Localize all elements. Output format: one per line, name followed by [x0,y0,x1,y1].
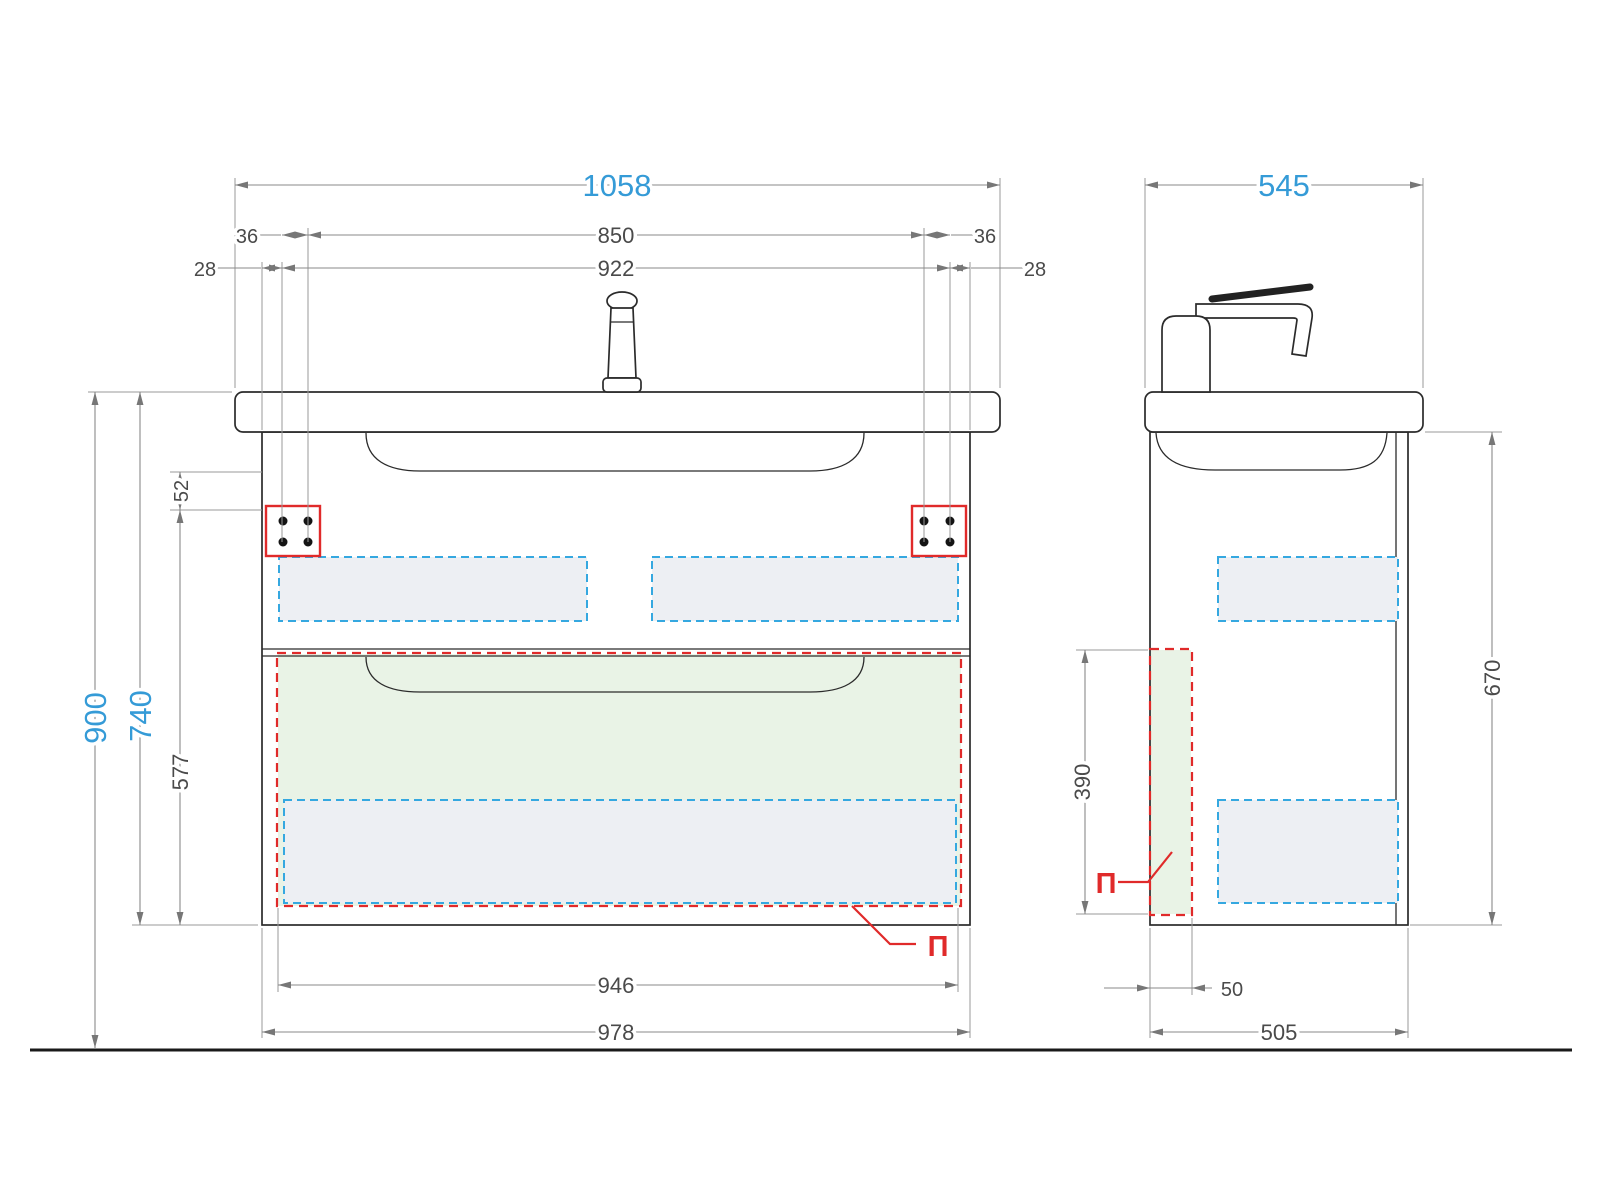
mounting-bracket-right [910,504,968,558]
front-slide-zone-left [278,556,588,622]
dim-label-50: 50 [1221,979,1243,1001]
dim-label-505: 505 [1261,1020,1298,1045]
front-drawer-label: П [928,931,949,963]
side-sink-bowl-curve [1155,432,1388,471]
side-dimension-lines [1081,181,1496,1036]
front-countertop [234,391,1001,433]
front-drawer-box-outline [275,651,963,908]
dim-label-978: 978 [598,1020,635,1045]
side-countertop [1144,391,1424,433]
side-green-zone [1151,650,1191,914]
front-drawer-label-leader [851,905,916,946]
side-drawer-label-leader [1118,851,1173,884]
dim-label-577: 577 [168,754,193,791]
side-drawer-front-outline [1148,647,1194,917]
dim-label-850: 850 [598,223,635,248]
dim-label-side-overall-depth: 545 [1258,168,1310,203]
dim-label-height-740: 740 [123,690,158,742]
front-faucet-icon [602,291,642,393]
front-sink-bowl-curve [365,432,865,472]
dim-label-height-900: 900 [78,692,113,744]
dim-label-946: 946 [598,973,635,998]
side-faucet-icon [1161,283,1314,393]
side-view: 545 670 390 50 505 П [1067,165,1509,1049]
front-slide-zone-right [651,556,959,622]
front-bottom-slide-zone [283,799,957,904]
dim-label-390: 390 [1070,764,1095,801]
dim-label-52: 52 [171,480,193,502]
dim-label-28-right: 28 [1024,259,1046,281]
dim-label-36-left: 36 [236,226,258,248]
dim-label-922: 922 [598,256,635,281]
dim-label-front-overall-width: 1058 [583,168,652,203]
front-extension-lines [88,178,1001,1038]
front-view: 1058 850 922 36 36 28 28 900 740 52 577 … [75,165,1050,1049]
side-slide-zone-top [1217,556,1399,622]
dim-label-670: 670 [1480,660,1505,697]
front-drawer-divider [262,648,970,657]
front-drawer-handle-curve [365,656,865,693]
dim-label-28-left: 28 [194,259,216,281]
front-dimension-lines [91,181,1030,1048]
dim-label-36-right: 36 [974,226,996,248]
side-drawer-label: П [1096,868,1117,900]
side-slide-zone-bottom [1217,799,1399,904]
